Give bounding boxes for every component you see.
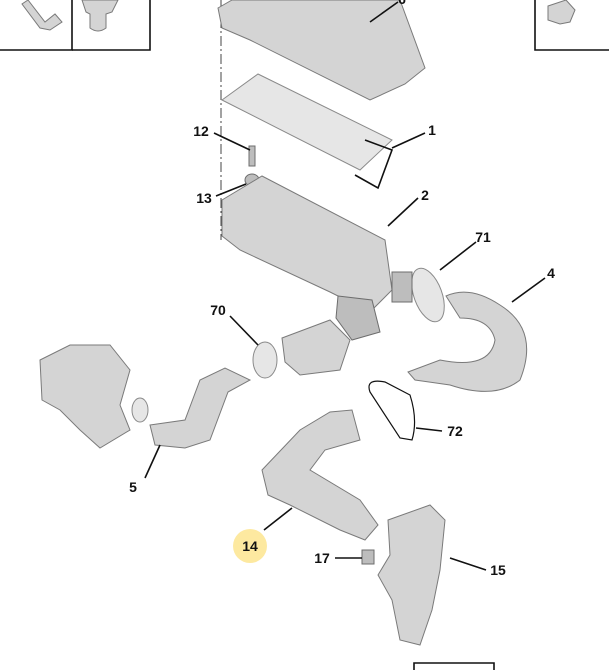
part-2-airbox-housing[interactable] [221, 175, 393, 313]
inset-box-nut[interactable] [72, 0, 151, 51]
callout-71[interactable]: 71 [475, 229, 491, 245]
part-12-screw[interactable] [248, 145, 256, 167]
turbo-clamp [131, 397, 149, 423]
callout-15[interactable]: 15 [490, 562, 506, 578]
callout-72[interactable]: 72 [447, 423, 463, 439]
callout-2[interactable]: 2 [421, 187, 429, 203]
part-71-seal-ring[interactable] [405, 264, 450, 326]
part-17-nut[interactable] [361, 549, 375, 565]
highlight-circle-part-14 [233, 529, 267, 563]
callout-6[interactable]: 6 [398, 0, 406, 7]
callout-12[interactable]: 12 [193, 123, 209, 139]
callout-14[interactable]: 14 [242, 538, 258, 554]
callout-4[interactable]: 4 [547, 265, 555, 281]
part-4-air-hose[interactable] [407, 291, 528, 392]
part-1-seal [354, 139, 394, 190]
airbox-neck [391, 271, 413, 303]
callout-70[interactable]: 70 [210, 302, 226, 318]
callout-1[interactable]: 1 [428, 122, 436, 138]
part-15-bracket[interactable] [377, 504, 446, 646]
inset-box-bottom[interactable] [413, 662, 495, 670]
leader-lines [144, 1, 546, 571]
part-6-filter-cover[interactable] [217, 0, 426, 101]
part-2-outlet [335, 295, 381, 341]
part-14-intake-hose[interactable] [261, 409, 379, 541]
part-70-clamp[interactable] [252, 341, 278, 379]
part-5-turbo-hose[interactable] [149, 367, 252, 449]
turbocharger [39, 344, 131, 449]
callout-17[interactable]: 17 [314, 550, 330, 566]
mass-airflow-sensor [281, 319, 351, 376]
callout-5[interactable]: 5 [129, 479, 137, 495]
inset-box-screw[interactable] [0, 0, 73, 51]
inset-box-clip[interactable] [534, 0, 609, 51]
callout-13[interactable]: 13 [196, 190, 212, 206]
part-72-clamp[interactable] [368, 380, 416, 441]
part-1-filter-element[interactable] [221, 73, 393, 171]
